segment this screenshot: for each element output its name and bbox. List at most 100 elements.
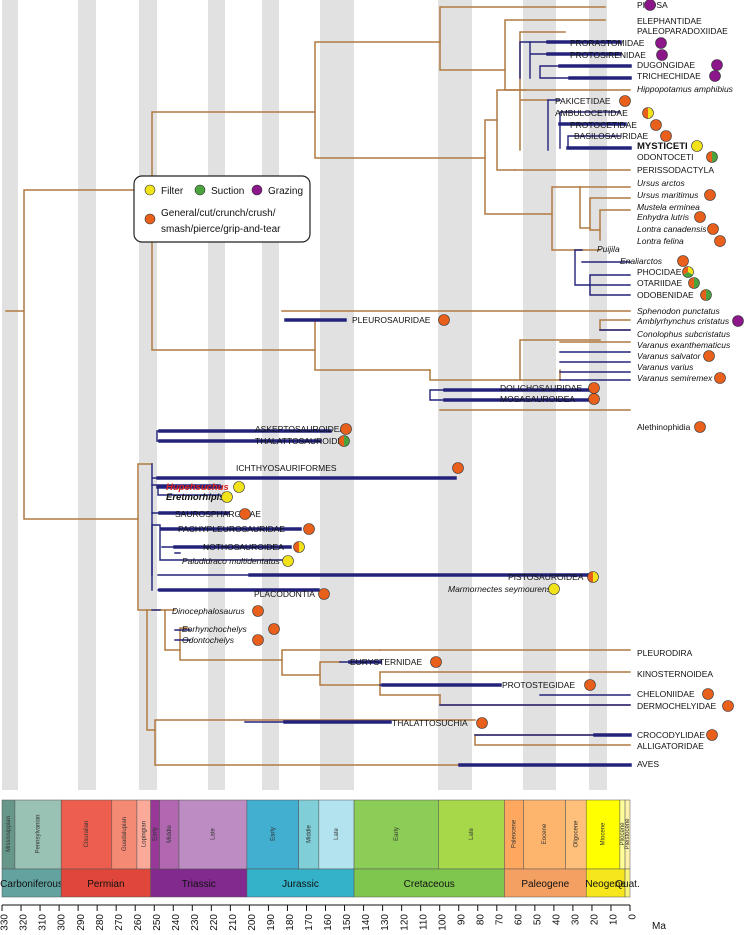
taxon-label-paludidraco-multidentatus: Paludidraco multidentatus	[182, 556, 281, 566]
taxon-label-protostegidae: PROTOSTEGIDAE	[502, 680, 575, 690]
diet-general-marker	[439, 315, 450, 326]
diet-general-marker	[304, 524, 315, 535]
taxon-label-protosirenidae: PROTOSIRENIDAE	[570, 50, 646, 60]
period-bar: CarboniferousPermianTriassicJurassicCret…	[0, 869, 640, 897]
taxon-label-dermochelyidae: DERMOCHELYIDAE	[637, 701, 717, 711]
shade-band	[78, 0, 96, 790]
axis-tick-label: 80	[475, 914, 486, 926]
taxon-label-paleoparadoxiidae: PALEOPARADOXIIDAE	[637, 26, 728, 36]
taxon-label-odontochelys: Odontochelys	[182, 635, 235, 645]
diet-general-segment	[707, 152, 713, 163]
taxon-label-kinosternoidea: KINOSTERNOIDEA	[637, 669, 713, 679]
diet-general-marker	[477, 718, 488, 729]
taxon-label-alligatoridae: ALLIGATORIDAE	[637, 741, 704, 751]
axis-unit-label: Ma	[652, 921, 666, 932]
epoch-miocene-label: Miocene	[601, 822, 607, 845]
diet-suction-segment	[712, 152, 718, 163]
diet-filter-marker	[549, 584, 560, 595]
epoch-mississippian-label: Mississippian	[6, 816, 12, 852]
diet-dot-enhydra-lutris	[695, 212, 706, 223]
legend: Filter Suction Grazing General/cut/crunc…	[134, 176, 310, 242]
diet-suction-segment	[706, 290, 712, 301]
diet-dot-protocetidae	[651, 120, 662, 131]
taxon-label-perissodactyla: PERISSODACTYLA	[637, 165, 714, 175]
taxon-label-phocidae: PHOCIDAE	[637, 267, 682, 277]
diet-general-marker	[319, 589, 330, 600]
diet-dot-paludidraco-multidentatus	[283, 556, 294, 567]
diet-dot-ursus-maritimus	[705, 190, 716, 201]
epoch-early-label: Early	[270, 827, 276, 841]
axis-tick-label: 70	[494, 914, 505, 926]
taxon-label-puijila: Puijila	[597, 244, 620, 254]
diet-dot-dermochelyidae	[723, 701, 734, 712]
taxon-label-pleurosauridae: PLEUROSAURIDAE	[352, 315, 431, 325]
period-triassic-label: Triassic	[182, 879, 216, 890]
epoch-late-label: Late	[469, 828, 475, 840]
axis-tick-label: 90	[456, 914, 467, 926]
epoch-early-label: Early	[394, 827, 400, 841]
legend-suction-dot	[195, 185, 205, 195]
diet-dot-pleurosauridae	[439, 315, 450, 326]
diet-general-segment	[643, 108, 649, 119]
taxon-label-varanus-salvator: Varanus salvator	[637, 351, 702, 361]
diet-general-marker	[585, 680, 596, 691]
taxon-label-trichechidae: TRICHECHIDAE	[637, 71, 701, 81]
diet-general-segment	[294, 542, 299, 553]
taxon-label-mosasauroidea: MOSASAUROIDEA	[500, 394, 575, 404]
diet-dot-crocodylidae	[707, 730, 718, 741]
epoch-oligocene-label: Oligocene	[573, 820, 579, 848]
taxon-label-crocodylidae: CROCODYLIDAE	[637, 730, 705, 740]
axis-tick-label: 200	[247, 914, 258, 931]
diet-dot-pilosa	[645, 0, 656, 11]
period-paleogene-label: Paleogene	[521, 879, 569, 890]
taxon-label-ursus-arctos: Ursus arctos	[637, 178, 685, 188]
diet-grazing-marker	[710, 71, 721, 82]
taxon-label-elephantidae: ELEPHANTIDAE	[637, 16, 702, 26]
diet-general-marker	[589, 383, 600, 394]
diet-general-segment	[588, 572, 594, 583]
taxon-label-varanus-exanthematicus: Varanus exanthematicus	[637, 340, 731, 350]
axis-tick-label: 310	[38, 914, 49, 931]
epoch-pleistocene-label: Pleistocene	[625, 818, 631, 850]
diet-grazing-marker	[712, 60, 723, 71]
taxon-label-enaliarctos: Enaliarctos	[620, 256, 663, 266]
axis-tick-label: 130	[380, 914, 391, 931]
epoch-guadalupian-label: Guadalupian	[122, 817, 128, 851]
diet-dot-dinocephalosaurus	[253, 606, 264, 617]
diet-general-segment	[701, 290, 706, 301]
diet-filter-segment	[648, 108, 654, 119]
taxon-label-pleurodira: PLEURODIRA	[637, 648, 693, 658]
axis-tick-label: 190	[266, 914, 277, 931]
diet-general-marker	[715, 236, 726, 247]
taxon-label-marmornectes-seymourensis: Marmornectes seymourensis	[448, 584, 558, 594]
epoch-pennsylvanian-label: Pennsylvanian	[36, 814, 42, 853]
diet-general-marker	[705, 190, 716, 201]
axis-tick-label: 0	[628, 914, 639, 920]
taxon-label-ursus-maritimus: Ursus maritimus	[637, 190, 699, 200]
taxon-label-sphenodon-punctatus: Sphenodon punctatus	[637, 306, 720, 316]
diet-dot-odobenidae	[701, 290, 712, 301]
taxon-label-lontra-felina: Lontra felina	[637, 236, 684, 246]
diet-dot-varanus-semiremex	[715, 373, 726, 384]
axis-tick-label: 210	[228, 914, 239, 931]
taxon-label-dinocephalosaurus: Dinocephalosaurus	[172, 606, 246, 616]
legend-suction-label: Suction	[211, 186, 244, 197]
diet-general-marker	[431, 657, 442, 668]
shade-band	[139, 0, 157, 790]
period-permian-label: Permian	[87, 879, 124, 890]
diet-suction-segment	[694, 278, 700, 289]
legend-general-label-2: smash/pierce/grip-and-tear	[161, 224, 281, 235]
axis-tick-label: 170	[304, 914, 315, 931]
taxon-label-otariidae: OTARIIDAE	[637, 278, 683, 288]
diet-dot-hupehsuchus	[234, 482, 245, 493]
taxon-label-amblyrhynchus-cristatus: Amblyrhynchus cristatus	[636, 316, 730, 326]
taxon-label-pistosauroidea: PISTOSAUROIDEA	[508, 572, 584, 582]
shade-band	[2, 0, 18, 790]
axis-tick-label: 120	[399, 914, 410, 931]
axis-tick-label: 300	[57, 914, 68, 931]
diet-general-marker	[269, 624, 280, 635]
axis-tick-label: 160	[323, 914, 334, 931]
diet-dot-thalattosauroidea	[339, 436, 350, 447]
diet-general-marker	[704, 351, 715, 362]
diet-dot-pachypleurosauridae	[304, 524, 315, 535]
